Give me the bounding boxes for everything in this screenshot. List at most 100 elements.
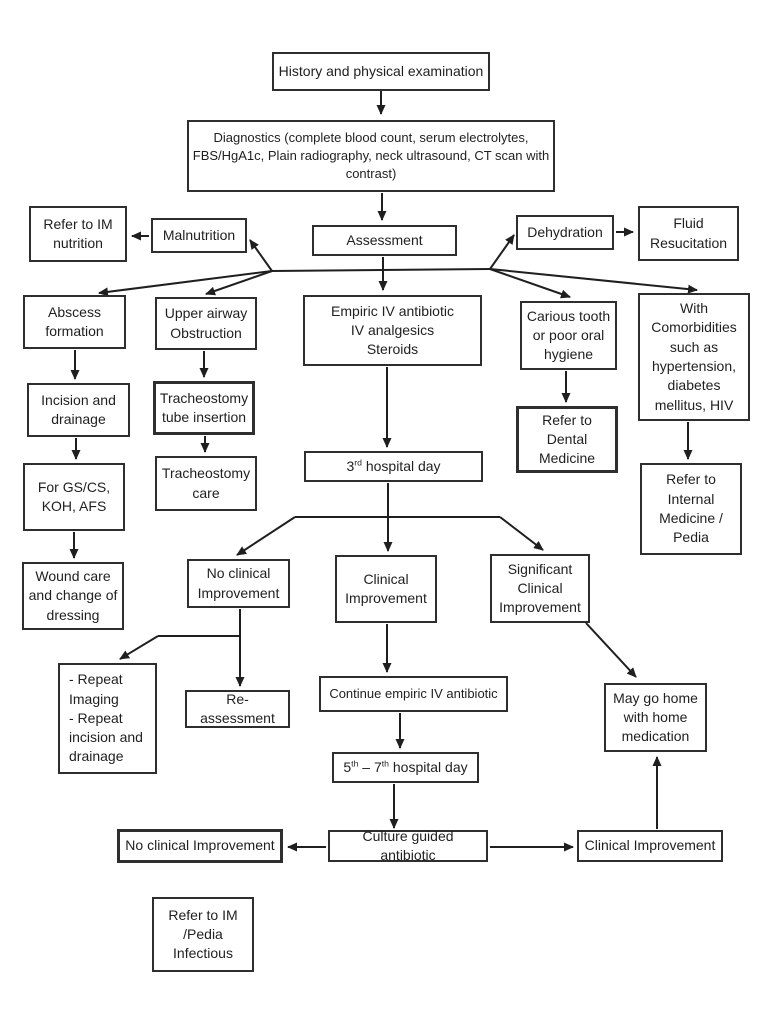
text-line: hypertension, xyxy=(651,358,737,374)
text-line: FBS/HgA1c, Plain radiography, neck ultra… xyxy=(192,148,550,164)
node-history: History and physical examination xyxy=(272,52,490,91)
arrow-hub-to-upper-airway xyxy=(205,270,273,296)
text-line: For GS/CS, xyxy=(37,478,111,495)
text-line: With xyxy=(680,300,708,317)
text-line: nutrition xyxy=(53,235,103,251)
text-line: hygiene xyxy=(543,346,594,363)
text-line: - Repeat xyxy=(69,671,123,688)
node-5th-7th-hospital-day: 5th – 7th hospital day xyxy=(332,752,479,783)
text-line: Refer to IM xyxy=(43,215,113,232)
arrow-west-to-repeat xyxy=(119,635,159,660)
text-line: Resucitation xyxy=(649,234,728,251)
text-line: Tracheostomy xyxy=(159,389,249,406)
text-line: tube insertion xyxy=(161,409,247,425)
text-line: Imaging xyxy=(69,690,119,707)
text-line: drainage xyxy=(69,748,124,765)
text-line: - Repeat xyxy=(69,709,123,726)
text-line: Internal xyxy=(667,490,715,507)
text-line: contrast) xyxy=(345,165,397,181)
node-culture-guided-antibiotic: Culture guided antibiotic xyxy=(328,828,488,863)
text-line: Incision and xyxy=(41,391,116,408)
text-line: Obstruction xyxy=(170,324,242,341)
text-line: Empiric IV antibiotic xyxy=(331,302,454,319)
text-line: KOH, AFS xyxy=(41,498,107,514)
node-tracheostomy-tube-insertion: Tracheostomy tube insertion xyxy=(153,381,255,435)
node-wound-care: Wound care and change of dressing xyxy=(22,562,124,630)
text-line: May go home xyxy=(613,689,698,706)
text-line: Steroids xyxy=(366,341,419,358)
text-line: Upper airway xyxy=(164,305,248,322)
node-incision-drainage: Incision and drainage xyxy=(27,383,130,437)
text-line: Refer to xyxy=(542,411,592,428)
arrow-branch-to-significant xyxy=(499,516,544,551)
text-line: or poor oral xyxy=(532,326,605,343)
text-line: /Pedia xyxy=(183,925,223,942)
text-line: Medicine xyxy=(538,450,596,467)
text-line: mellitus, HIV xyxy=(654,396,734,413)
node-assessment: Assessment xyxy=(312,225,457,256)
node-gs-cs-koh-afs: For GS/CS, KOH, AFS xyxy=(23,463,125,531)
text-line: Wound care xyxy=(35,568,111,585)
text-line: care xyxy=(192,484,220,501)
text-line: Pedia xyxy=(673,529,709,546)
node-clinical-improvement-final: Clinical Improvement xyxy=(577,830,723,862)
node-abscess-formation: Abscess formation xyxy=(23,295,126,349)
text-line: Carious tooth xyxy=(526,307,611,324)
node-malnutrition: Malnutrition xyxy=(151,218,247,253)
text-line: Clinical xyxy=(363,570,409,587)
text-line: diabetes xyxy=(667,377,721,394)
text-line: incision and xyxy=(69,729,143,746)
node-tracheostomy-care: Tracheostomy care xyxy=(155,456,257,511)
text-line: Dental xyxy=(546,430,588,447)
day3-label: 3rd hospital day xyxy=(346,457,441,474)
text-line: Refer to IM xyxy=(168,906,238,923)
text-line: formation xyxy=(45,323,104,339)
text-line: Clinical xyxy=(517,579,563,596)
text-line: and change of xyxy=(28,587,118,604)
text-line: IV analgesics xyxy=(350,321,435,338)
arrow-hub-to-malnutrition xyxy=(249,239,273,272)
text-line: dressing xyxy=(46,606,100,623)
text-line: Medicine / xyxy=(659,510,723,526)
node-3rd-hospital-day: 3rd hospital day xyxy=(304,451,483,482)
text-line: Significant xyxy=(507,560,573,577)
node-reassessment: Re-assessment xyxy=(185,690,290,728)
node-refer-im-nutrition: Refer to IM nutrition xyxy=(29,206,127,262)
hub-line xyxy=(271,268,491,272)
text-line: Infectious xyxy=(173,945,233,962)
text-line: Fluid xyxy=(673,215,704,232)
text-line: Diagnostics (complete blood count, serum… xyxy=(213,130,529,146)
node-carious-tooth: Carious tooth or poor oral hygiene xyxy=(520,301,617,370)
text-line: No clinical xyxy=(206,565,271,582)
text-line: Abscess xyxy=(48,303,101,320)
text-line: Improvement xyxy=(197,584,280,601)
text-line: drainage xyxy=(51,411,106,427)
arrow-significant-to-home xyxy=(585,622,637,678)
arrow-hub-to-dehydration xyxy=(489,234,515,270)
arrow-hub-to-comorbidities xyxy=(489,268,698,294)
arrow-hub-to-abscess xyxy=(98,270,273,297)
text-line: Tracheostomy xyxy=(161,465,251,482)
text-line: such as xyxy=(669,338,719,355)
text-line: Improvement xyxy=(345,590,427,606)
text-line: Improvement xyxy=(499,599,581,616)
node-dehydration: Dehydration xyxy=(516,215,614,250)
text-line: Refer to xyxy=(666,471,716,488)
text-line: with home xyxy=(623,708,688,725)
day57-label: 5th – 7th hospital day xyxy=(343,758,468,775)
arrow-branch-to-no-improvement xyxy=(236,516,296,556)
